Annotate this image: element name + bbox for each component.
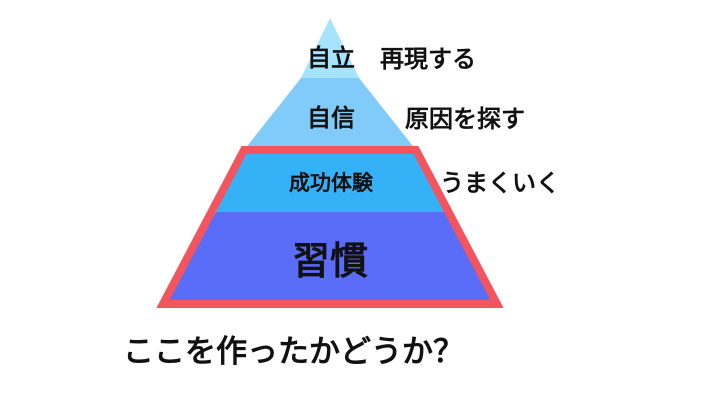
layer-label-seikou-taiken: 成功体験 [289, 171, 374, 195]
pyramid-layer-jiritsu [301, 18, 359, 78]
layer-label-jiritsu: 自立 [307, 44, 355, 72]
caption-text: ここを作ったかどうか？ [123, 334, 464, 370]
pyramid-layer-shuukan [163, 212, 497, 304]
side-label-genin-wo-sagasu: 原因を探す [405, 105, 525, 133]
side-label-umaku-iku: うまくいく [440, 169, 560, 197]
pyramid-layer-seikou-taiken [216, 150, 445, 212]
layer-label-shuukan: 習慣 [292, 239, 368, 283]
side-label-saigen-suru: 再現する [380, 45, 476, 73]
layer-label-jishin: 自信 [307, 104, 355, 132]
pyramid-layer-jishin [244, 78, 416, 150]
highlight-frame [156, 146, 504, 308]
